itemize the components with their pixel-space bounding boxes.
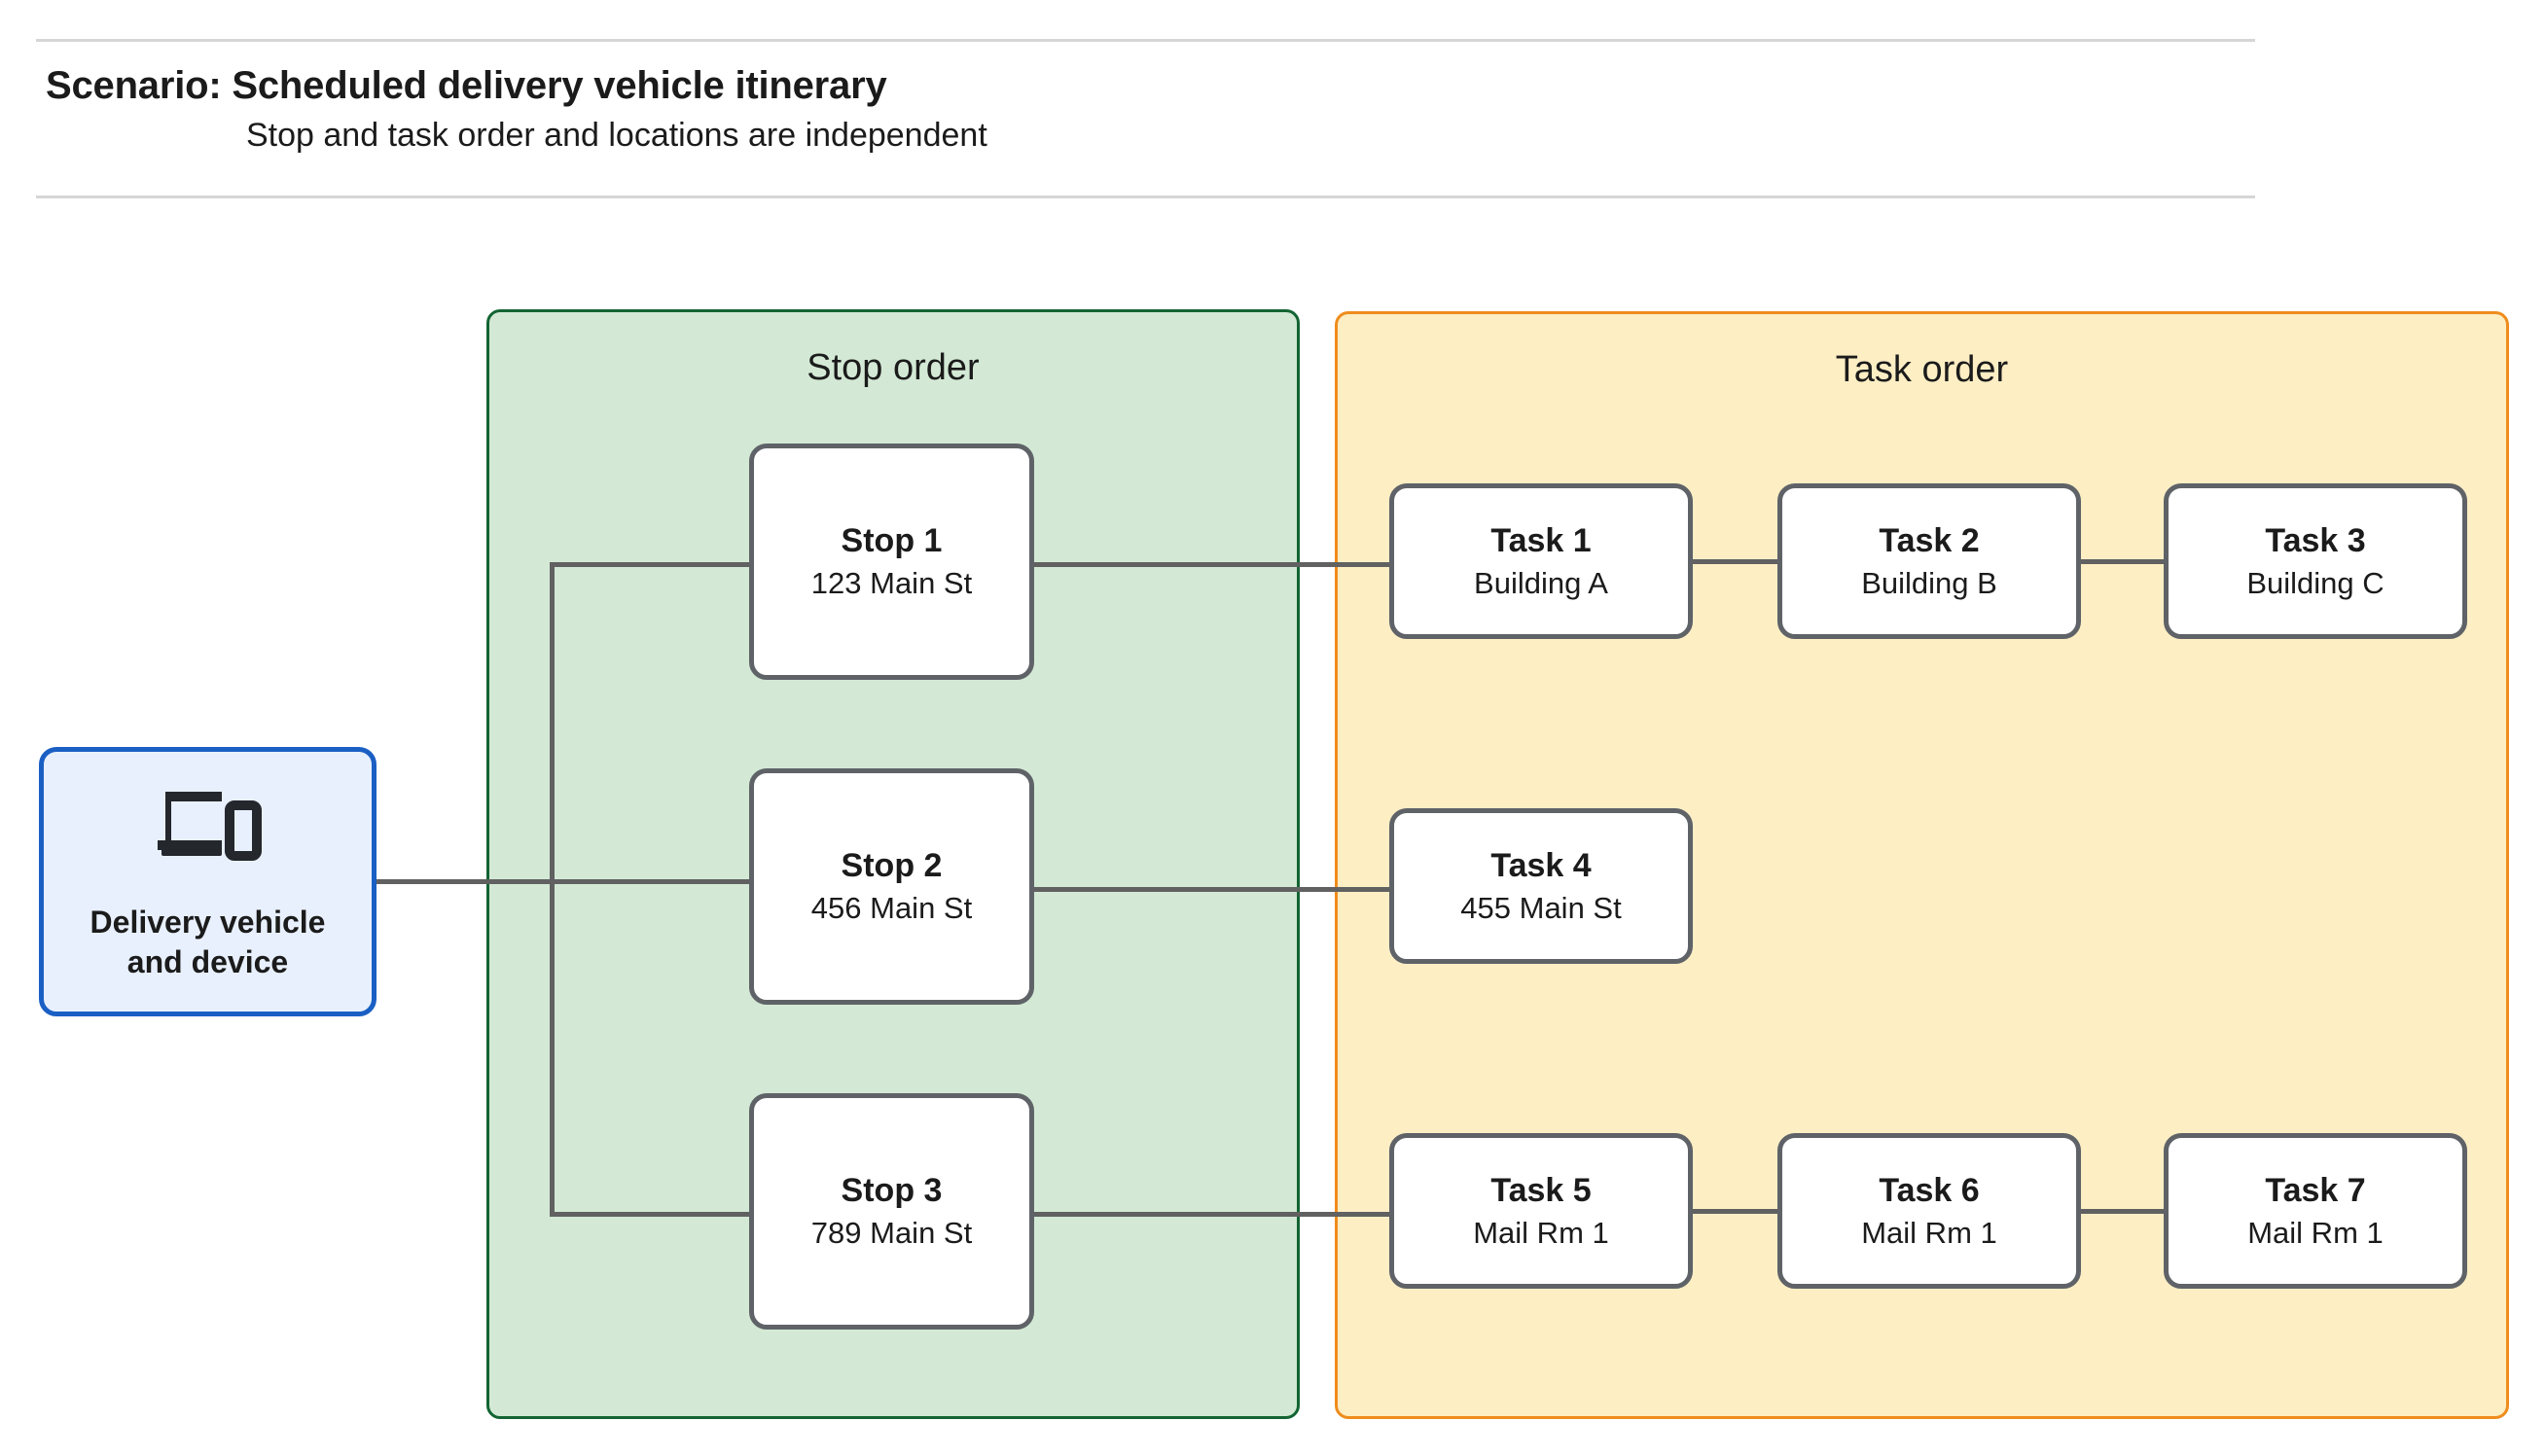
task-node-location: Mail Rm 1 — [1473, 1215, 1609, 1250]
connector-task-6-to-task-7 — [2077, 1209, 2169, 1214]
stop-node-title: Stop 1 — [841, 522, 943, 560]
stop-order-panel-title: Stop order — [807, 347, 980, 388]
header-divider-top — [36, 39, 2255, 42]
connector-trunk-to-stop-3 — [550, 1212, 754, 1217]
task-node-title: Task 3 — [2265, 521, 2366, 559]
connector-trunk-to-stop-2 — [550, 879, 754, 884]
task-order-panel-title: Task order — [1835, 349, 2009, 390]
stop-node-address: 456 Main St — [810, 891, 973, 926]
connector-device-to-trunk — [377, 879, 555, 884]
task-node-4[interactable]: Task 4 455 Main St — [1389, 808, 1693, 964]
stop-node-address: 123 Main St — [810, 566, 973, 601]
stop-node-title: Stop 2 — [841, 847, 943, 885]
delivery-vehicle-and-device-node[interactable]: Delivery vehicle and device — [39, 747, 377, 1016]
connector-trunk-vertical — [550, 562, 555, 1216]
task-node-3[interactable]: Task 3 Building C — [2164, 483, 2467, 639]
page-subtitle: Stop and task order and locations are in… — [246, 117, 987, 154]
connector-stop-3-to-task-5 — [1029, 1212, 1394, 1217]
stop-node-address: 789 Main St — [810, 1216, 973, 1251]
connector-stop-1-to-task-1 — [1029, 562, 1394, 567]
connector-task-1-to-task-2 — [1689, 559, 1782, 564]
task-node-title: Task 1 — [1490, 521, 1592, 559]
task-node-location: Building A — [1474, 565, 1608, 600]
stop-node-1[interactable]: Stop 1 123 Main St — [749, 444, 1034, 680]
task-node-6[interactable]: Task 6 Mail Rm 1 — [1777, 1133, 2081, 1289]
task-node-1[interactable]: Task 1 Building A — [1389, 483, 1693, 639]
connector-trunk-to-stop-1 — [550, 562, 754, 567]
task-node-title: Task 2 — [1879, 521, 1980, 559]
header-divider-bottom — [36, 195, 2255, 198]
task-node-2[interactable]: Task 2 Building B — [1777, 483, 2081, 639]
task-node-7[interactable]: Task 7 Mail Rm 1 — [2164, 1133, 2467, 1289]
connector-task-5-to-task-6 — [1689, 1209, 1782, 1214]
task-node-title: Task 7 — [2265, 1171, 2366, 1209]
task-node-location: Mail Rm 1 — [1861, 1215, 1997, 1250]
task-node-location: Building B — [1861, 565, 1997, 600]
device-label: Delivery vehicle and device — [90, 904, 326, 979]
connector-stop-2-to-task-4 — [1029, 887, 1394, 892]
stop-node-2[interactable]: Stop 2 456 Main St — [749, 768, 1034, 1005]
task-node-title: Task 6 — [1879, 1171, 1980, 1209]
task-node-title: Task 4 — [1490, 846, 1592, 884]
task-node-5[interactable]: Task 5 Mail Rm 1 — [1389, 1133, 1693, 1289]
task-node-location: Building C — [2246, 565, 2385, 600]
task-node-title: Task 5 — [1490, 1171, 1592, 1209]
stop-node-title: Stop 3 — [841, 1172, 943, 1210]
connector-task-2-to-task-3 — [2077, 559, 2169, 564]
task-node-location: 455 Main St — [1460, 890, 1622, 925]
stop-node-3[interactable]: Stop 3 789 Main St — [749, 1093, 1034, 1330]
task-node-location: Mail Rm 1 — [2247, 1215, 2384, 1250]
page-title: Scenario: Scheduled delivery vehicle iti… — [46, 64, 887, 107]
devices-icon — [157, 791, 262, 861]
